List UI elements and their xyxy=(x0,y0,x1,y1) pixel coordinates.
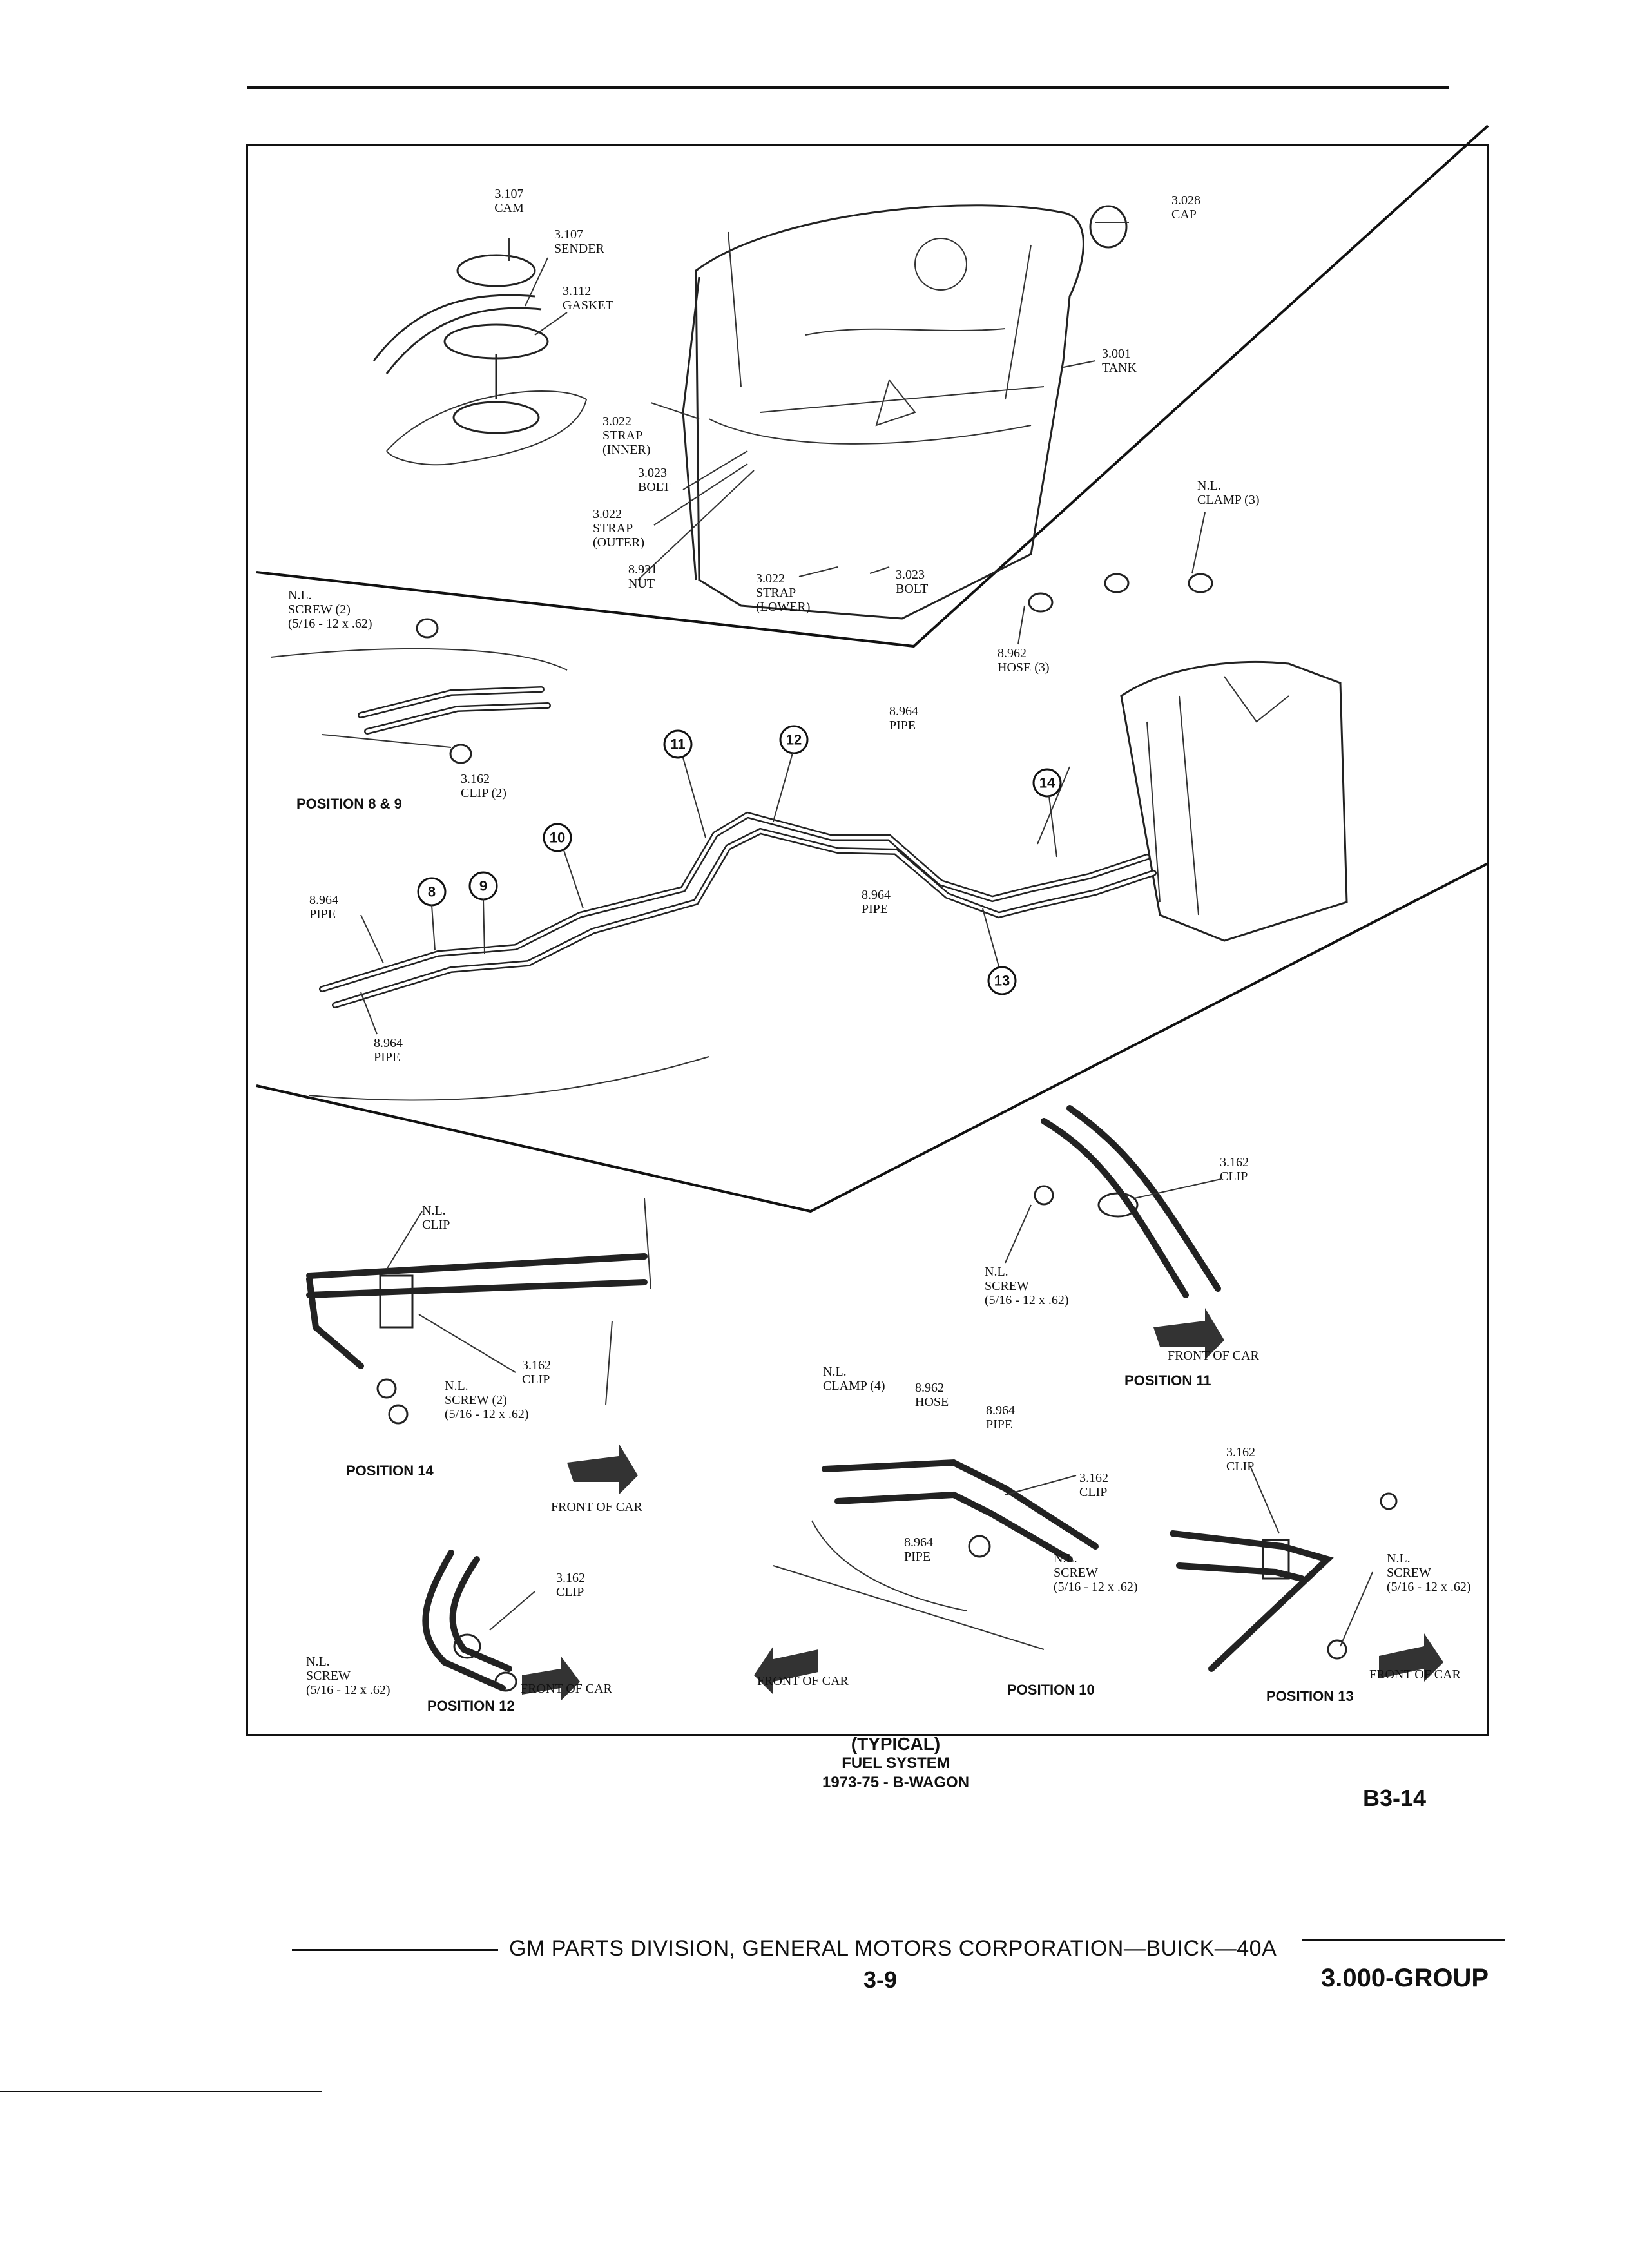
callouts: 8 9 10 11 12 13 14 xyxy=(417,725,1062,995)
callout-10: 10 xyxy=(543,823,584,909)
caption-years: 1973-75 - B-WAGON xyxy=(822,1774,970,1791)
svg-text:POSITION 13: POSITION 13 xyxy=(1266,1688,1354,1704)
svg-text:FRONT OF CAR: FRONT OF CAR xyxy=(551,1500,643,1514)
callout-11: 11 xyxy=(663,729,706,838)
bottom-rule xyxy=(0,2091,322,2092)
svg-text:N.L.SCREW(5/16 - 12 x .62): N.L.SCREW(5/16 - 12 x .62) xyxy=(1054,1552,1138,1594)
svg-text:POSITION 12: POSITION 12 xyxy=(427,1698,515,1714)
svg-text:FRONT OF CAR: FRONT OF CAR xyxy=(757,1674,849,1688)
svg-text:N.L.SCREW (2)(5/16 - 12 x .62): N.L.SCREW (2)(5/16 - 12 x .62) xyxy=(445,1379,529,1421)
svg-text:9: 9 xyxy=(479,878,487,894)
fuel-tank-drawing xyxy=(682,204,1084,620)
footer-group: 3.000-GROUP xyxy=(1321,1964,1489,1992)
footer-rule-right xyxy=(1302,1939,1505,1941)
front-of-car-arrow-icon xyxy=(1379,1633,1443,1682)
footer-page-number: 3-9 xyxy=(863,1966,898,1993)
lower-divider xyxy=(256,862,1489,1213)
position-10-drawing xyxy=(773,1459,1099,1650)
svg-text:14: 14 xyxy=(1039,775,1055,791)
svg-text:N.L.CLAMP (4): N.L.CLAMP (4) xyxy=(823,1365,885,1393)
page-id: B3-14 xyxy=(1363,1785,1427,1811)
callout-12: 12 xyxy=(773,725,809,822)
position-12-drawing xyxy=(422,1550,517,1692)
figure-caption: (TYPICAL) FUEL SYSTEM 1973-75 - B-WAGON xyxy=(670,1735,1121,1792)
fuel-pipe-run xyxy=(270,648,1157,1101)
position-14-drawing xyxy=(306,1198,651,1425)
svg-text:N.L.SCREW(5/16 - 12 x .62): N.L.SCREW(5/16 - 12 x .62) xyxy=(985,1265,1069,1307)
top-rule xyxy=(247,86,1449,89)
diagram-frame xyxy=(246,144,1489,1736)
svg-text:N.L.SCREW (2)(5/16 - 12 x .62): N.L.SCREW (2)(5/16 - 12 x .62) xyxy=(288,588,372,631)
cap-drawing xyxy=(1089,205,1128,249)
front-of-car-arrow-icon xyxy=(567,1443,638,1495)
footer-publisher: GM PARTS DIVISION, GENERAL MOTORS CORPOR… xyxy=(509,1936,1277,1961)
svg-text:FRONT OF CAR: FRONT OF CAR xyxy=(521,1682,613,1696)
footer-rule-left xyxy=(292,1949,498,1951)
callout-8: 8 xyxy=(417,877,447,951)
svg-text:N.L.SCREW(5/16 - 12 x .62): N.L.SCREW(5/16 - 12 x .62) xyxy=(1387,1552,1471,1594)
position-11-drawing xyxy=(1034,1105,1221,1298)
svg-text:8: 8 xyxy=(428,884,436,900)
svg-text:FRONT OF CAR: FRONT OF CAR xyxy=(1168,1349,1260,1363)
upper-divider xyxy=(256,124,1489,648)
svg-text:10: 10 xyxy=(550,830,565,846)
front-of-car-arrow-icon xyxy=(522,1656,580,1701)
svg-text:POSITION 10: POSITION 10 xyxy=(1007,1682,1095,1698)
leader-lines xyxy=(360,222,1373,1647)
svg-text:N.L.CLAMP (3): N.L.CLAMP (3) xyxy=(1197,479,1259,507)
svg-text:12: 12 xyxy=(786,732,802,748)
svg-text:N.L.SCREW(5/16 - 12 x .62): N.L.SCREW(5/16 - 12 x .62) xyxy=(306,1655,390,1697)
callout-9: 9 xyxy=(468,871,498,954)
svg-text:13: 13 xyxy=(994,973,1010,989)
svg-text:POSITION 14: POSITION 14 xyxy=(346,1463,434,1479)
front-of-car-arrows xyxy=(522,1308,1443,1701)
caption-typical: (TYPICAL) xyxy=(851,1734,941,1754)
callout-13: 13 xyxy=(982,908,1017,995)
svg-text:POSITION 8 & 9: POSITION 8 & 9 xyxy=(296,796,402,812)
svg-text:POSITION 11: POSITION 11 xyxy=(1124,1372,1211,1389)
rear-tank-hoses-drawing xyxy=(1028,573,1348,942)
svg-text:11: 11 xyxy=(670,736,685,753)
svg-text:N.L.CLIP: N.L.CLIP xyxy=(422,1204,450,1232)
caption-title: FUEL SYSTEM xyxy=(842,1754,950,1772)
front-of-car-arrow-icon xyxy=(1153,1308,1224,1360)
position-8-9-drawing xyxy=(358,618,551,764)
position-13-drawing xyxy=(1170,1492,1398,1672)
front-of-car-arrow-icon xyxy=(754,1646,818,1695)
svg-text:FRONT OF CAR: FRONT OF CAR xyxy=(1369,1667,1461,1682)
callout-14: 14 xyxy=(1032,768,1062,858)
sender-unit-drawing xyxy=(372,254,588,466)
